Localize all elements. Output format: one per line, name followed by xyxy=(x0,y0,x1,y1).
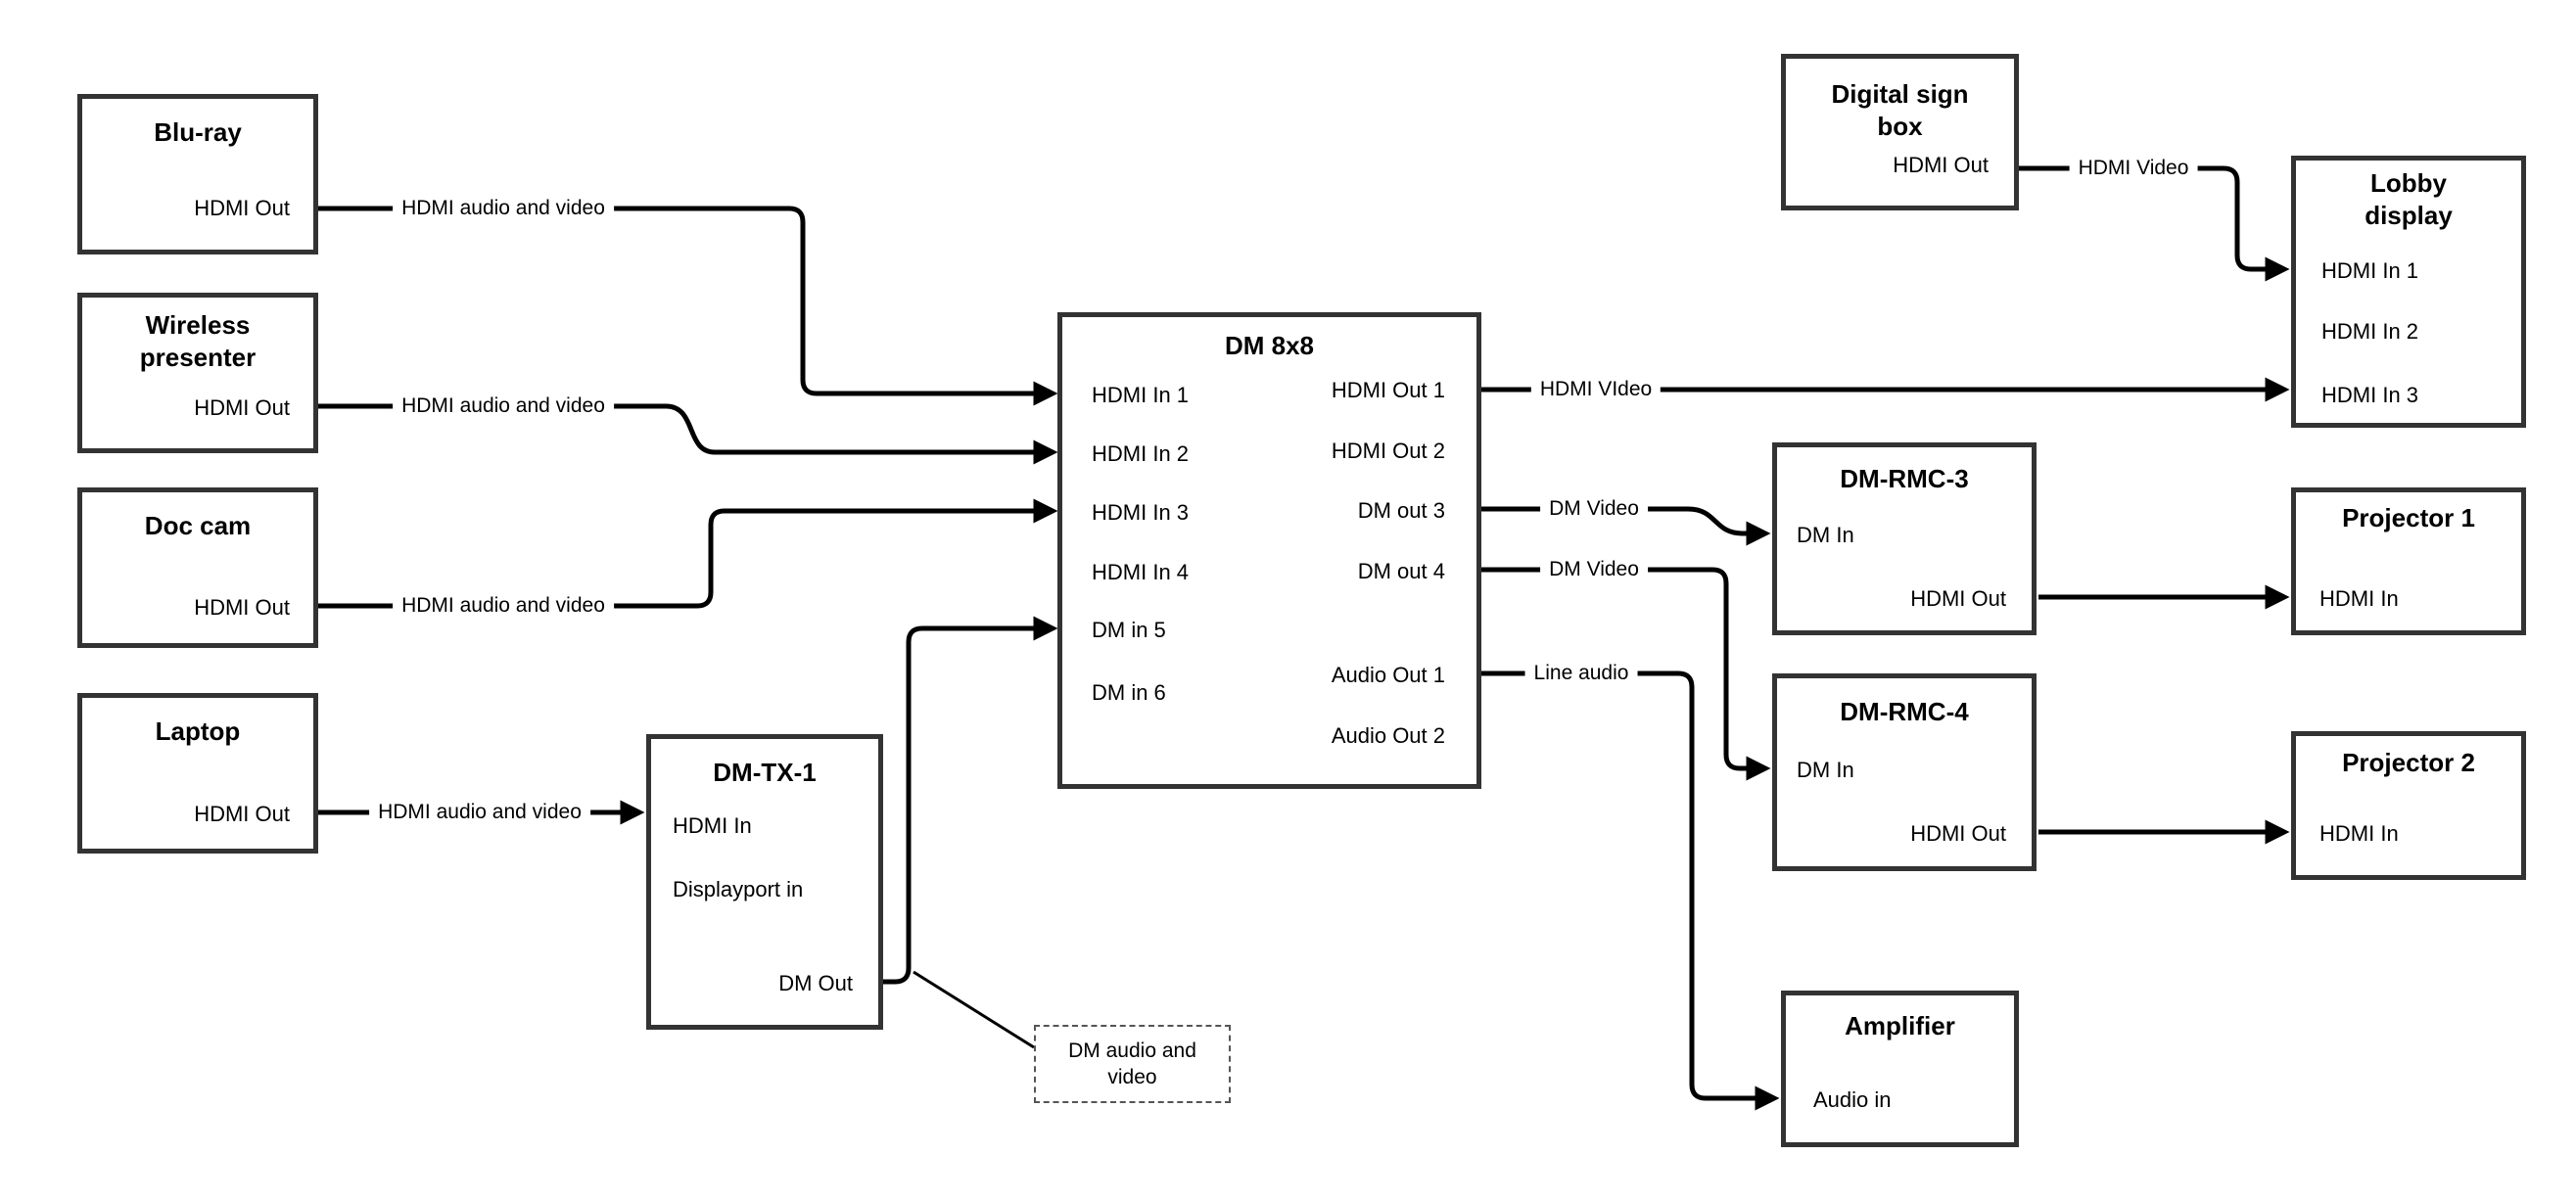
node-projector-1-title: Projector 1 xyxy=(2342,503,2475,532)
connector-wireless-to-hdmi-in-2 xyxy=(318,403,1058,465)
node-dm-rmc-3: DM-RMC-3 DM In HDMI Out xyxy=(1772,442,2037,635)
node-lobby-display: Lobby display HDMI In 1 HDMI In 2 HDMI I… xyxy=(2291,156,2526,428)
port-dm-8x8-hdmi-in-3: HDMI In 3 xyxy=(1092,500,1190,525)
callout-dm-audio-and-video-text: DM audio and video xyxy=(1068,1039,1196,1088)
port-dm-rmc-3-dm-in: DM In xyxy=(1797,523,1854,547)
node-dm-8x8-title: DM 8x8 xyxy=(1224,331,1315,360)
connection-label-wireless: HDMI audio and video xyxy=(393,393,614,419)
connector-dm-out-3-to-rmc3 xyxy=(1481,506,1771,546)
connection-label-dm-out-4: DM Video xyxy=(1540,557,1648,582)
connection-label-dm-out-3: DM Video xyxy=(1540,496,1648,522)
port-dm-8x8-dm-in-6: DM in 6 xyxy=(1092,680,1166,705)
node-amplifier-title: Amplifier xyxy=(1845,1011,1955,1040)
connection-label-laptop: HDMI audio and video xyxy=(369,800,590,825)
node-wireless-presenter: Wireless presenter HDMI Out xyxy=(77,293,318,453)
connector-digital-sign-to-lobby-in-1 xyxy=(2019,165,2290,282)
node-wireless-presenter-title: Wireless presenter xyxy=(139,310,257,372)
port-dm-8x8-audio-out-2: Audio Out 2 xyxy=(1331,723,1445,748)
port-wireless-hdmi-out: HDMI Out xyxy=(194,395,290,420)
port-dm-8x8-dm-out-4: DM out 4 xyxy=(1357,559,1445,583)
node-dm-rmc-4: DM-RMC-4 DM In HDMI Out xyxy=(1772,673,2037,871)
port-amplifier-audio-in: Audio in xyxy=(1813,1087,1892,1112)
connector-audio-out-1-to-amplifier xyxy=(1481,670,1780,1111)
node-dm-rmc-4-title: DM-RMC-4 xyxy=(1840,697,1969,726)
connection-label-bluray: HDMI audio and video xyxy=(393,196,614,221)
port-dm-8x8-dm-out-3: DM out 3 xyxy=(1357,498,1445,523)
port-dm-8x8-hdmi-in-4: HDMI In 4 xyxy=(1092,560,1190,584)
port-blu-ray-hdmi-out: HDMI Out xyxy=(194,196,290,220)
port-dm-8x8-dm-in-5: DM in 5 xyxy=(1092,618,1166,642)
node-dm-rmc-3-title: DM-RMC-3 xyxy=(1840,464,1969,493)
port-dm-8x8-hdmi-out-2: HDMI Out 2 xyxy=(1331,439,1445,463)
connector-bluray-to-hdmi-in-1 xyxy=(318,206,1058,406)
node-dm-tx-1-title: DM-TX-1 xyxy=(713,758,817,787)
node-doc-cam: Doc cam HDMI Out xyxy=(77,487,318,648)
node-digital-sign-box: Digital sign box HDMI Out xyxy=(1781,54,2019,210)
port-dm-rmc-3-hdmi-out: HDMI Out xyxy=(1910,586,2006,611)
node-dm-8x8: DM 8x8 HDMI In 1 HDMI In 2 HDMI In 3 HDM… xyxy=(1057,312,1481,789)
port-dm-rmc-4-hdmi-out: HDMI Out xyxy=(1910,821,2006,846)
port-dm-8x8-audio-out-1: Audio Out 1 xyxy=(1331,663,1445,687)
node-amplifier: Amplifier Audio in xyxy=(1781,991,2019,1147)
node-digital-sign-box-title: Digital sign box xyxy=(1831,79,1969,141)
connector-doccam-to-hdmi-in-3 xyxy=(318,498,1058,609)
node-doc-cam-title: Doc cam xyxy=(144,511,252,540)
port-lobby-hdmi-in-1: HDMI In 1 xyxy=(2321,258,2419,283)
node-lobby-display-title: Lobby display xyxy=(2365,168,2453,230)
node-projector-1: Projector 1 HDMI In xyxy=(2291,487,2526,635)
connection-label-hdmi-out-1: HDMI VIdeo xyxy=(1530,377,1662,402)
port-dm-8x8-hdmi-in-1: HDMI In 1 xyxy=(1092,383,1190,407)
node-laptop: Laptop HDMI Out xyxy=(77,693,318,854)
port-lobby-hdmi-in-2: HDMI In 2 xyxy=(2321,319,2419,344)
port-dm-tx-1-dm-out: DM Out xyxy=(778,971,853,995)
port-doc-cam-hdmi-out: HDMI Out xyxy=(194,595,290,620)
connection-label-doccam: HDMI audio and video xyxy=(393,593,614,619)
node-projector-2-title: Projector 2 xyxy=(2342,748,2475,777)
connection-label-audio-out-1: Line audio xyxy=(1524,661,1638,686)
callout-dm-audio-and-video: DM audio and video xyxy=(1034,1025,1231,1103)
port-dm-8x8-hdmi-in-2: HDMI In 2 xyxy=(1092,441,1190,466)
node-dm-tx-1: DM-TX-1 HDMI In Displayport in DM Out xyxy=(646,734,883,1030)
port-dm-rmc-4-dm-in: DM In xyxy=(1797,758,1854,782)
port-digital-sign-hdmi-out: HDMI Out xyxy=(1893,153,1989,177)
node-projector-2: Projector 2 HDMI In xyxy=(2291,731,2526,880)
connection-label-digital-sign: HDMI Video xyxy=(2069,156,2198,181)
node-blu-ray: Blu-ray HDMI Out xyxy=(77,94,318,254)
node-blu-ray-title: Blu-ray xyxy=(154,117,242,147)
port-dm-8x8-hdmi-out-1: HDMI Out 1 xyxy=(1331,378,1445,402)
connector-dm-out-4-to-rmc4 xyxy=(1481,567,1771,781)
port-laptop-hdmi-out: HDMI Out xyxy=(194,802,290,826)
port-dm-tx-1-displayport-in: Displayport in xyxy=(673,877,804,901)
connector-dmtx1-to-dm-in-5 xyxy=(883,616,1058,985)
port-projector-2-hdmi-in: HDMI In xyxy=(2319,821,2399,846)
port-projector-1-hdmi-in: HDMI In xyxy=(2319,586,2399,611)
port-lobby-hdmi-in-3: HDMI In 3 xyxy=(2321,383,2419,407)
port-dm-tx-1-hdmi-in: HDMI In xyxy=(673,813,752,838)
callout-leader-line xyxy=(913,970,1035,1049)
node-laptop-title: Laptop xyxy=(155,716,241,746)
